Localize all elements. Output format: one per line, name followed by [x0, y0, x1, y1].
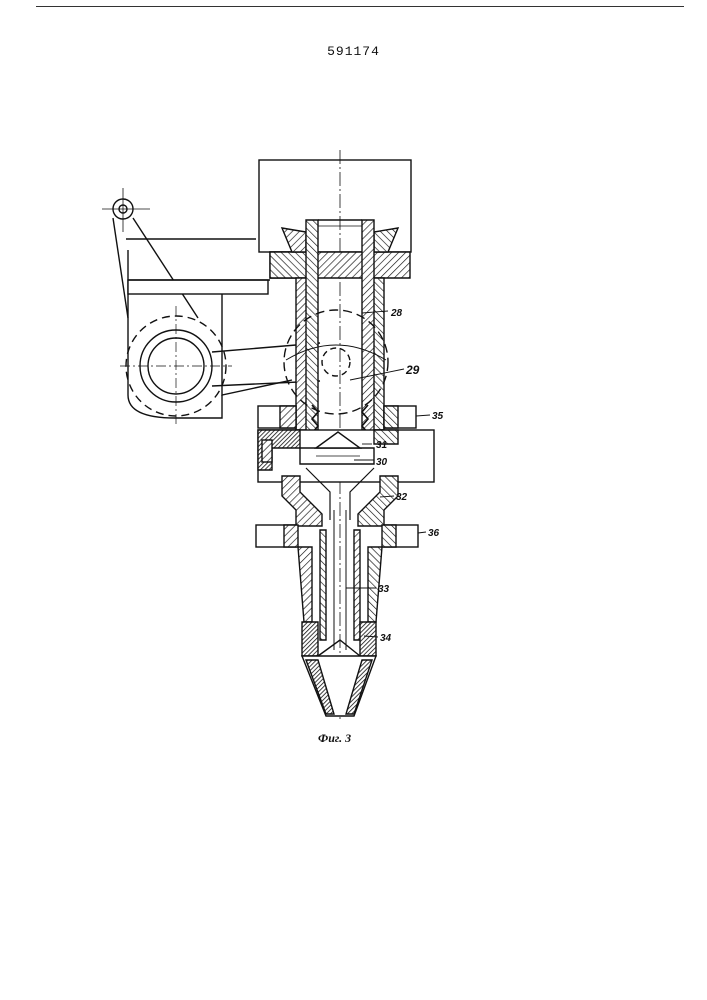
- collar-36: [256, 525, 418, 547]
- label-34: 34: [380, 633, 392, 644]
- label-28: 28: [390, 308, 403, 319]
- crossbar: [270, 252, 410, 278]
- figure-caption: Фиг. 3: [318, 731, 351, 745]
- label-35: 35: [432, 411, 444, 422]
- label-36: 36: [428, 528, 440, 539]
- label-31: 31: [376, 440, 388, 451]
- label-32: 32: [396, 492, 408, 503]
- collar-35: [258, 406, 416, 428]
- label-33: 33: [378, 584, 390, 595]
- label-30: 30: [376, 457, 388, 468]
- valve-block-30-31: [258, 430, 434, 482]
- label-29: 29: [405, 363, 420, 377]
